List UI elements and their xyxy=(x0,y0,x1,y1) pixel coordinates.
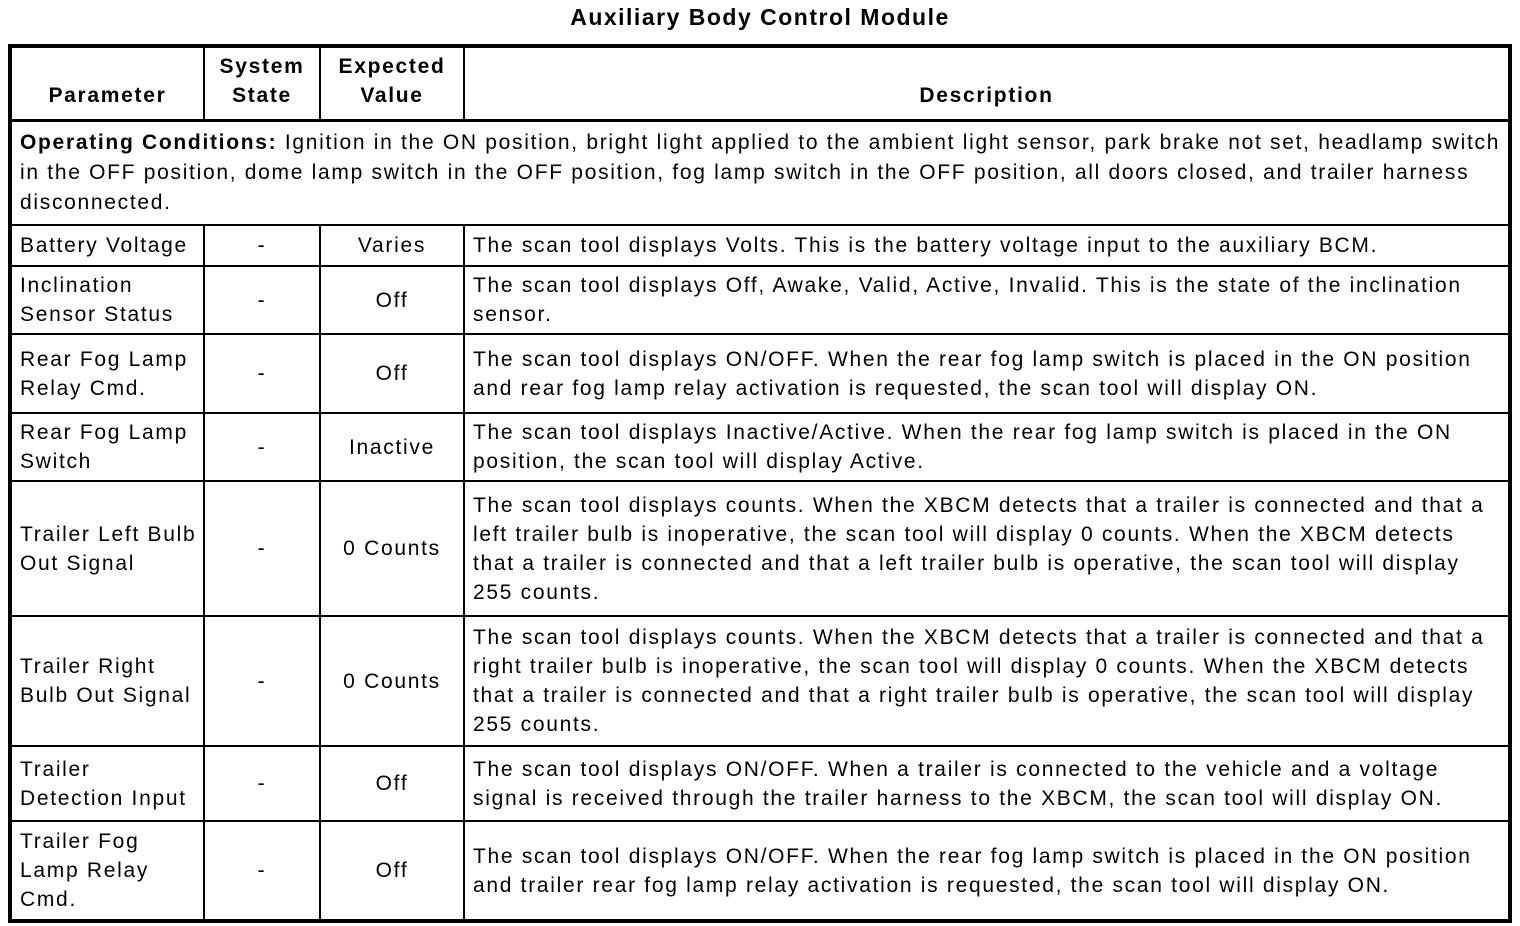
table-row: Rear Fog Lamp Switch - Inactive The scan… xyxy=(9,412,1511,482)
description-cell: The scan tool displays Off, Awake, Valid… xyxy=(463,265,1511,335)
operating-conditions-cell: Operating Conditions: Ignition in the ON… xyxy=(9,119,1511,226)
expected-value-cell: Off xyxy=(319,820,465,922)
column-header-expected-value: Expected Value xyxy=(319,45,465,122)
description-cell: The scan tool displays counts. When the … xyxy=(463,480,1511,617)
table-row: Trailer Fog Lamp Relay Cmd. - Off The sc… xyxy=(9,820,1511,922)
table-row: Trailer Detection Input - Off The scan t… xyxy=(9,745,1511,822)
description-cell: The scan tool displays ON/OFF. When the … xyxy=(463,333,1511,414)
system-state-cell: - xyxy=(203,480,321,617)
column-header-parameter: Parameter xyxy=(9,45,205,122)
table-header-row: Parameter System State Expected Value De… xyxy=(9,45,1511,122)
table-row: Trailer Right Bulb Out Signal - 0 Counts… xyxy=(9,615,1511,747)
expected-value-cell: Off xyxy=(319,265,465,335)
parameter-cell: Trailer Fog Lamp Relay Cmd. xyxy=(9,820,205,922)
system-state-cell: - xyxy=(203,412,321,482)
system-state-cell: - xyxy=(203,615,321,747)
system-state-cell: - xyxy=(203,745,321,822)
table-row: Trailer Left Bulb Out Signal - 0 Counts … xyxy=(9,480,1511,617)
parameter-cell: Inclination Sensor Status xyxy=(9,265,205,335)
system-state-cell: - xyxy=(203,333,321,414)
expected-value-cell: Inactive xyxy=(319,412,465,482)
parameter-cell: Battery Voltage xyxy=(9,224,205,267)
table-row: Battery Voltage - Varies The scan tool d… xyxy=(9,224,1511,267)
parameter-cell: Trailer Right Bulb Out Signal xyxy=(9,615,205,747)
parameter-cell: Trailer Detection Input xyxy=(9,745,205,822)
description-cell: The scan tool displays counts. When the … xyxy=(463,615,1511,747)
expected-value-cell: 0 Counts xyxy=(319,615,465,747)
system-state-cell: - xyxy=(203,224,321,267)
operating-conditions-label: Operating Conditions: xyxy=(20,131,278,154)
expected-value-cell: Off xyxy=(319,333,465,414)
expected-value-cell: Off xyxy=(319,745,465,822)
column-header-description: Description xyxy=(463,45,1511,122)
description-cell: The scan tool displays ON/OFF. When a tr… xyxy=(463,745,1511,822)
table-row: Rear Fog Lamp Relay Cmd. - Off The scan … xyxy=(9,333,1511,414)
expected-value-cell: Varies xyxy=(319,224,465,267)
description-cell: The scan tool displays ON/OFF. When the … xyxy=(463,820,1511,922)
page-title: Auxiliary Body Control Module xyxy=(570,4,950,30)
system-state-cell: - xyxy=(203,265,321,335)
parameter-cell: Rear Fog Lamp Relay Cmd. xyxy=(9,333,205,414)
parameter-cell: Trailer Left Bulb Out Signal xyxy=(9,480,205,617)
operating-conditions-text: Ignition in the ON position, bright ligh… xyxy=(20,131,1501,214)
expected-value-cell: 0 Counts xyxy=(319,480,465,617)
parameter-table: Parameter System State Expected Value De… xyxy=(8,44,1512,923)
description-cell: The scan tool displays Volts. This is th… xyxy=(463,224,1511,267)
parameter-cell: Rear Fog Lamp Switch xyxy=(9,412,205,482)
operating-conditions-row: Operating Conditions: Ignition in the ON… xyxy=(9,119,1511,226)
column-header-system-state: System State xyxy=(203,45,321,122)
description-cell: The scan tool displays Inactive/Active. … xyxy=(463,412,1511,482)
table-row: Inclination Sensor Status - Off The scan… xyxy=(9,265,1511,335)
system-state-cell: - xyxy=(203,820,321,922)
